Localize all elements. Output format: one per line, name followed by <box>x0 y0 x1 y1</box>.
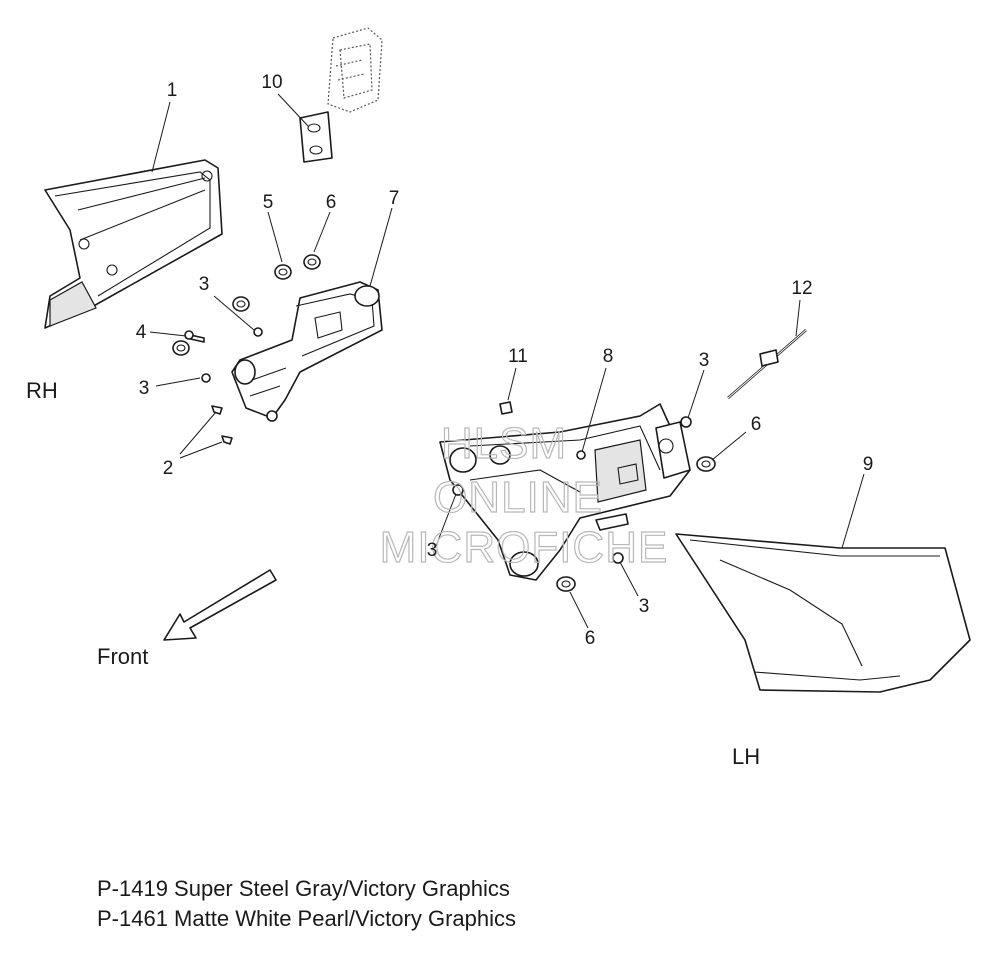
rh-fasteners <box>172 254 321 445</box>
part-12-tie <box>727 329 807 399</box>
watermark-line3: MICROFICHE <box>380 523 669 572</box>
watermark-line1: HLSM <box>441 419 567 468</box>
callout-6: 6 <box>751 414 762 435</box>
callout-12: 12 <box>791 278 812 299</box>
callout-3: 3 <box>427 540 438 561</box>
lh-label: LH <box>732 744 760 769</box>
callout-3: 3 <box>639 596 650 617</box>
callout-8: 8 <box>603 346 614 367</box>
footer-line-1: P-1419 Super Steel Gray/Victory Graphics <box>97 876 510 901</box>
part-8-lh-bracket <box>439 403 691 581</box>
part-9-lh-cover <box>675 533 971 693</box>
rh-label: RH <box>26 378 58 403</box>
callout-3: 3 <box>139 378 150 399</box>
callout-6: 6 <box>326 192 337 213</box>
callouts: 1 10 5 6 7 3 4 3 2 11 8 3 6 12 9 3 3 6 <box>136 72 874 649</box>
lh-fasteners <box>452 401 716 592</box>
callout-3: 3 <box>199 274 210 295</box>
callout-6: 6 <box>585 628 596 649</box>
callout-4: 4 <box>136 322 147 343</box>
footer-line-2: P-1461 Matte White Pearl/Victory Graphic… <box>97 906 516 931</box>
callout-3: 3 <box>699 350 710 371</box>
part-7-rh-bracket <box>231 281 383 422</box>
callout-10: 10 <box>261 72 282 93</box>
callout-9: 9 <box>863 454 874 475</box>
callout-11: 11 <box>508 346 528 367</box>
callout-1: 1 <box>167 80 178 101</box>
watermark: HLSM ONLINE MICROFICHE <box>379 418 669 572</box>
part-10-bracket <box>299 27 383 163</box>
callout-2: 2 <box>163 458 174 479</box>
callout-7: 7 <box>389 188 400 209</box>
front-arrow-icon <box>163 569 277 641</box>
front-label: Front <box>97 644 148 669</box>
callout-5: 5 <box>263 192 274 213</box>
watermark-line2: ONLINE <box>433 473 603 522</box>
leader-lines <box>149 93 865 629</box>
part-1-rh-cover <box>44 159 223 329</box>
